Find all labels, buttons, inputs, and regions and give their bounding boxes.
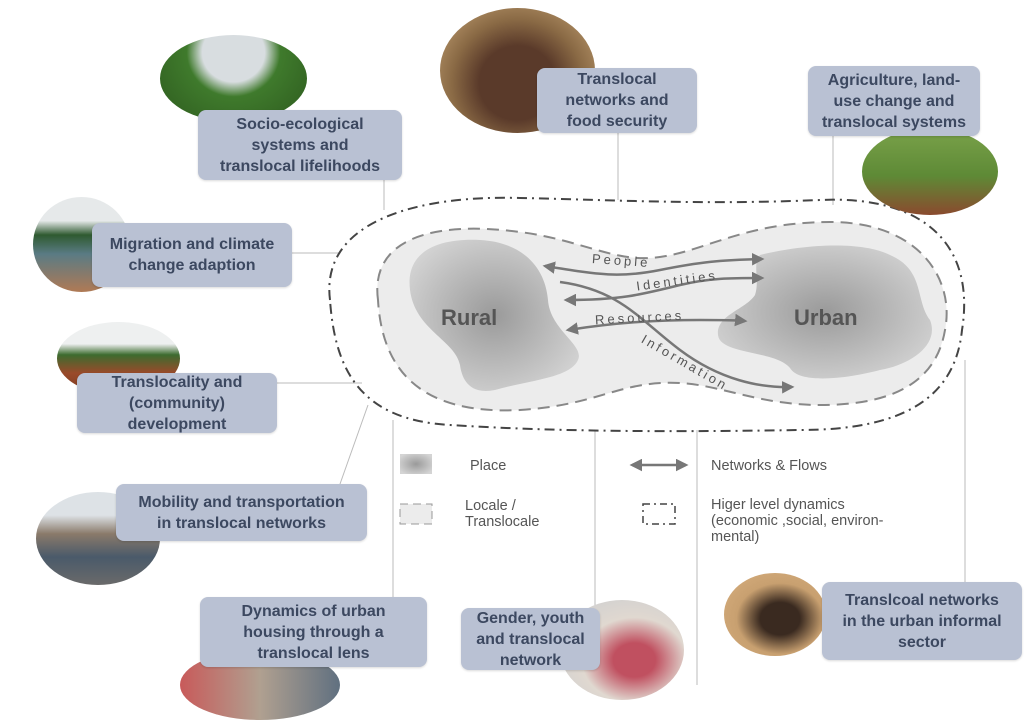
forest-photo (160, 35, 307, 122)
topic-agriculture: Agriculture, land- use change and transl… (808, 66, 980, 136)
legend-higher-swatch (642, 503, 676, 525)
legend-place-swatch (400, 454, 432, 474)
flow-arrows (542, 252, 795, 394)
rural-label: Rural (441, 305, 498, 330)
translocal-diagram (277, 133, 966, 685)
topic-mobility: Mobility and transportation in transloca… (116, 484, 367, 541)
legend-networks: Networks & Flows (711, 458, 828, 474)
maize-field-photo (862, 128, 998, 215)
topic-gender-youth: Gender, youth and translocal network (461, 608, 600, 670)
topic-urban-housing: Dynamics of urban housing through a tran… (200, 597, 427, 667)
street-vendor-photo (724, 573, 826, 656)
higher-level-boundary (328, 196, 966, 433)
legend-place: Place (470, 458, 507, 474)
connector-lines (277, 133, 966, 685)
legend-locale: Locale / Translocale (465, 498, 540, 530)
topic-food-security: Translocal networks and food security (537, 68, 697, 133)
urban-label: Urban (794, 305, 858, 330)
topic-socio-ecological: Socio-ecological systems and translocal … (198, 110, 402, 180)
legend-locale-swatch (399, 503, 433, 525)
topic-urban-informal-sector: Translcoal networks in the urban informa… (822, 582, 1022, 660)
rural-place (409, 239, 579, 391)
topic-translocality-development: Translocality and (community) developmen… (77, 373, 277, 433)
topic-migration: Migration and climate change adaption (92, 223, 292, 287)
urban-place (717, 245, 932, 379)
legend-higher: Higer level dynamics (economic ,social, … (711, 497, 884, 545)
